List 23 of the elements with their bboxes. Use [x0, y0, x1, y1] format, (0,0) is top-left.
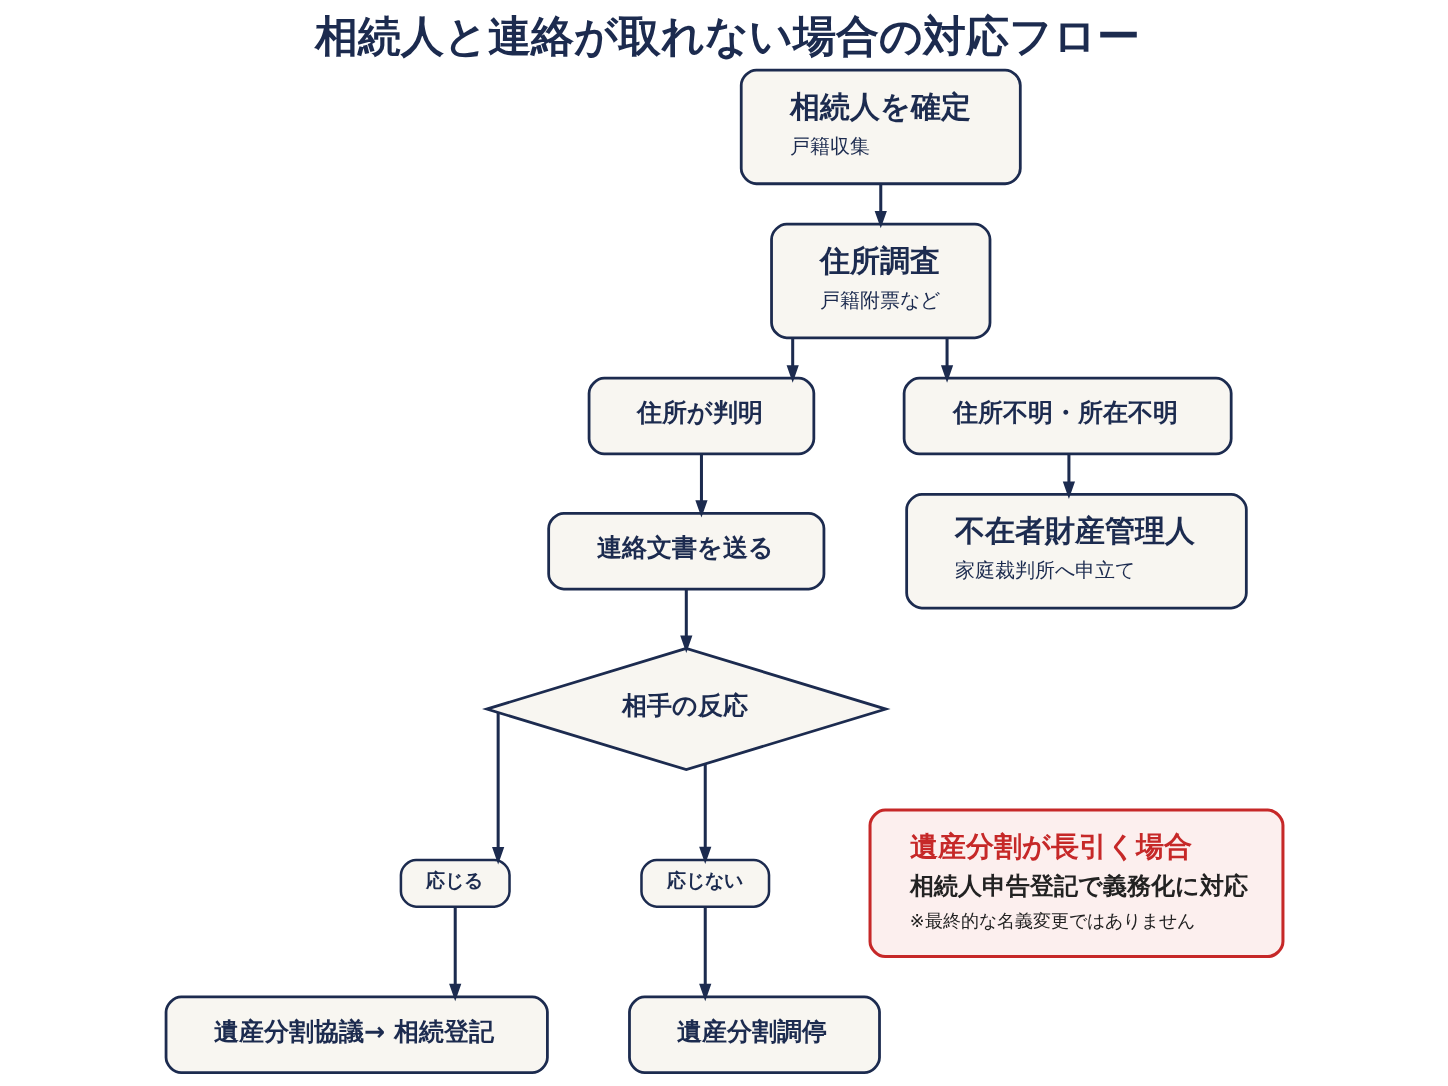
arrow	[679, 589, 692, 653]
arrow	[698, 907, 711, 1002]
diagram-title: 相続人と連絡が取れない場合の対応フロー	[314, 11, 1140, 62]
node-box: 相続人を確定 戸籍収集	[739, 68, 1022, 186]
arrow	[448, 907, 461, 1002]
node-box: 遺産分割が長引く場合 相続人申告登記で義務化に対応 ※最終的な名義変更ではありません	[868, 808, 1284, 959]
node-box: 住所が判明	[587, 376, 815, 456]
node-box: 遺産分割協議→ 相続登記	[164, 995, 549, 1075]
node-box: 不在者財産管理人 家庭裁判所へ申立て	[904, 493, 1248, 610]
node-box: 住所不明・所在不明	[902, 376, 1233, 456]
arrow	[874, 183, 887, 229]
arrow	[698, 764, 711, 865]
node-box: 連絡文書を送る	[546, 511, 825, 591]
arrow	[940, 337, 953, 383]
node-box: 応じる	[399, 858, 511, 908]
node-box: 住所調査 戸籍附票など	[769, 222, 991, 340]
node-diamond: 相手の反応	[481, 647, 891, 772]
arrow	[786, 337, 799, 383]
arrow	[491, 712, 504, 865]
node-box: 応じない	[639, 858, 770, 908]
node-box: 遺産分割調停	[627, 995, 881, 1075]
arrow	[694, 454, 708, 518]
arrow	[1062, 454, 1075, 499]
